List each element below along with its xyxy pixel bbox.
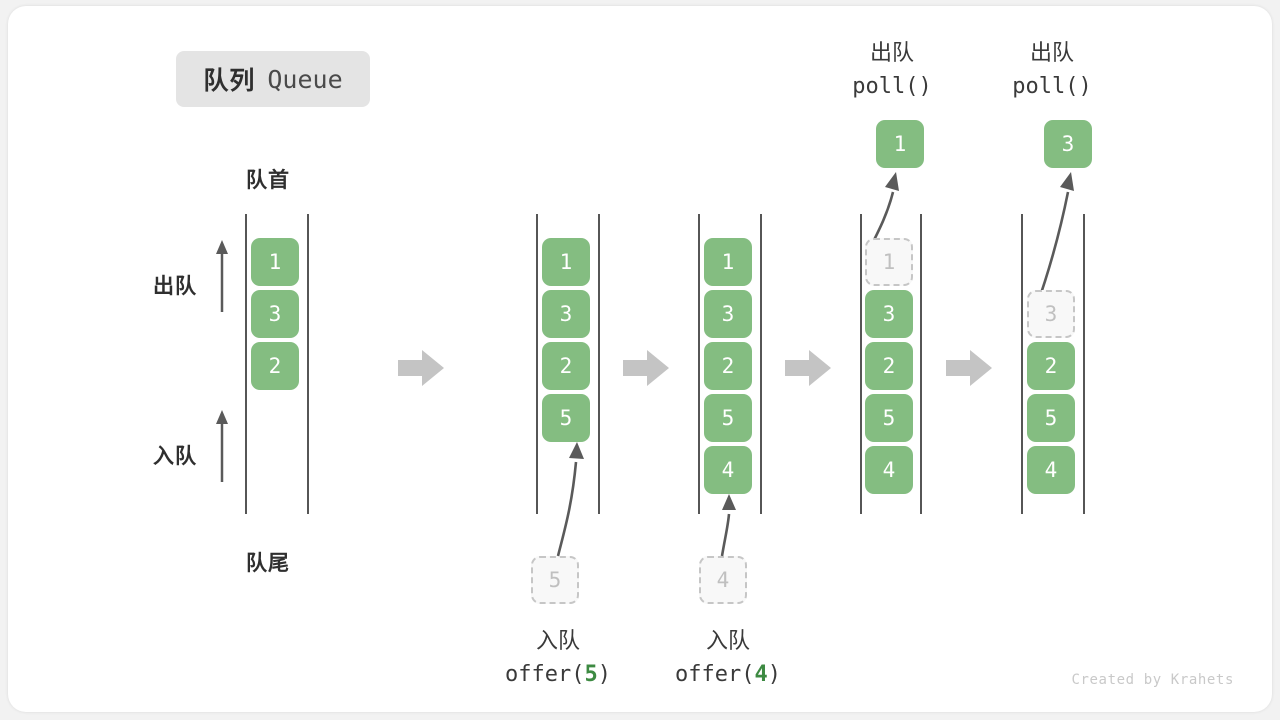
poll-caption-2-code: poll() [1012, 74, 1092, 100]
offer-4-caption-cn: 入队 [705, 628, 750, 653]
incoming-ghost-element: 4 [699, 556, 747, 604]
offer-4-caption-code: offer(4) [675, 662, 781, 688]
diagram-card: 队列 Queue 队首 队尾 出队 入队 1 3 2 1 3 [8, 6, 1272, 712]
queue-rail-left-2 [536, 214, 538, 514]
poll-caption-2: 出队 poll() [968, 36, 1136, 104]
queue-element: 4 [865, 446, 913, 494]
queue-element: 2 [704, 342, 752, 390]
queue-element: 1 [542, 238, 590, 286]
step-arrow-right-icon [623, 350, 669, 386]
queue-rail-right-4 [920, 214, 922, 514]
queue-element: 3 [704, 290, 752, 338]
queue-rail-left-4 [860, 214, 862, 514]
queue-element: 2 [865, 342, 913, 390]
credit-text: Created by Krahets [1071, 672, 1234, 688]
poll-caption-1: 出队 poll() [808, 36, 976, 104]
queue-element: 3 [865, 290, 913, 338]
queue-element: 3 [542, 290, 590, 338]
enqueue-motion-arrow [720, 494, 736, 557]
enqueue-side-label: 入队 [153, 445, 197, 468]
queue-rail-left-1 [245, 214, 247, 514]
queue-element: 5 [865, 394, 913, 442]
title-en: Queue [267, 64, 343, 94]
queue-element: 1 [251, 238, 299, 286]
queue-rail-right-3 [760, 214, 762, 514]
offer-5-caption-code: offer(5) [505, 662, 611, 688]
popped-element: 3 [1044, 120, 1092, 168]
dequeue-direction-arrow [216, 240, 228, 312]
queue-element: 4 [1027, 446, 1075, 494]
queue-rail-right-5 [1083, 214, 1085, 514]
removed-ghost-element: 3 [1027, 290, 1075, 338]
offer-5-caption-cn: 入队 [535, 628, 580, 653]
poll-caption-1-code: poll() [852, 74, 932, 100]
tail-label: 队尾 [246, 552, 290, 575]
queue-rail-left-3 [698, 214, 700, 514]
offer-5-caption: 入队 offer(5) [468, 624, 648, 692]
offer-4-caption: 入队 offer(4) [638, 624, 818, 692]
queue-element: 2 [251, 342, 299, 390]
queue-element: 2 [542, 342, 590, 390]
queue-element: 3 [251, 290, 299, 338]
head-label: 队首 [246, 169, 290, 192]
enqueue-direction-arrow [216, 410, 228, 482]
queue-element: 5 [704, 394, 752, 442]
step-arrow-right-icon [785, 350, 831, 386]
incoming-ghost-element: 5 [531, 556, 579, 604]
title-badge: 队列 Queue [176, 51, 370, 107]
queue-rail-right-1 [307, 214, 309, 514]
queue-element: 1 [704, 238, 752, 286]
step-arrow-right-icon [398, 350, 444, 386]
title-cn: 队列 [203, 67, 256, 95]
popped-element: 1 [876, 120, 924, 168]
removed-ghost-element: 1 [865, 238, 913, 286]
queue-element-new: 5 [542, 394, 590, 442]
step-arrow-right-icon [946, 350, 992, 386]
dequeue-side-label: 出队 [153, 275, 197, 298]
poll-caption-2-cn: 出队 [1029, 40, 1074, 65]
queue-element: 2 [1027, 342, 1075, 390]
queue-rail-left-5 [1021, 214, 1023, 514]
queue-rail-right-2 [598, 214, 600, 514]
poll-caption-1-cn: 出队 [869, 40, 914, 65]
queue-element: 5 [1027, 394, 1075, 442]
enqueue-motion-arrow [556, 442, 584, 557]
queue-element-new: 4 [704, 446, 752, 494]
